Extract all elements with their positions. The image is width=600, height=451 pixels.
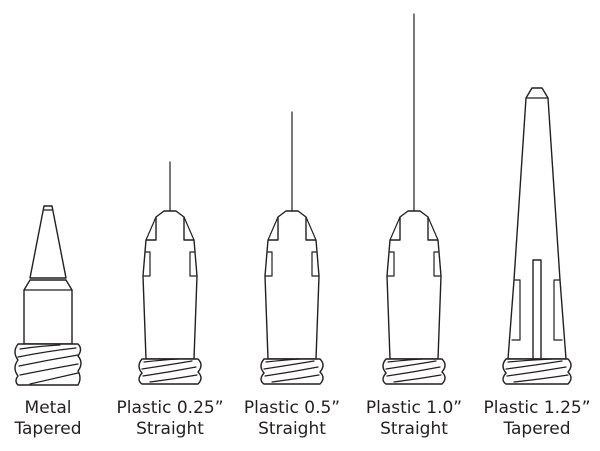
caption-line-2: Straight: [136, 419, 204, 439]
caption-line-2: Tapered: [14, 419, 82, 439]
caption-line-1: Metal: [24, 398, 72, 418]
caption-plastic-05-straight: Plastic 0.5” Straight: [227, 398, 357, 440]
plastic-10-straight-tip: [382, 13, 446, 385]
caption-metal-tapered: Metal Tapered: [0, 398, 113, 440]
caption-line-2: Straight: [258, 419, 326, 439]
metal-tapered-tip: [14, 205, 82, 386]
caption-line-1: Plastic 0.25”: [116, 398, 224, 418]
caption-plastic-125-tapered: Plastic 1.25” Tapered: [472, 398, 600, 440]
caption-line-2: Tapered: [503, 419, 571, 439]
caption-plastic-10-straight: Plastic 1.0” Straight: [349, 398, 479, 440]
caption-line-1: Plastic 1.0”: [365, 398, 463, 418]
caption-plastic-025-straight: Plastic 0.25” Straight: [105, 398, 235, 440]
plastic-05-straight-tip: [260, 111, 324, 385]
plastic-025-straight-tip: [138, 161, 202, 385]
caption-line-2: Straight: [380, 419, 448, 439]
caption-line-1: Plastic 1.25”: [483, 398, 591, 418]
caption-line-1: Plastic 0.5”: [243, 398, 341, 418]
plastic-125-tapered-tip: [502, 87, 572, 385]
